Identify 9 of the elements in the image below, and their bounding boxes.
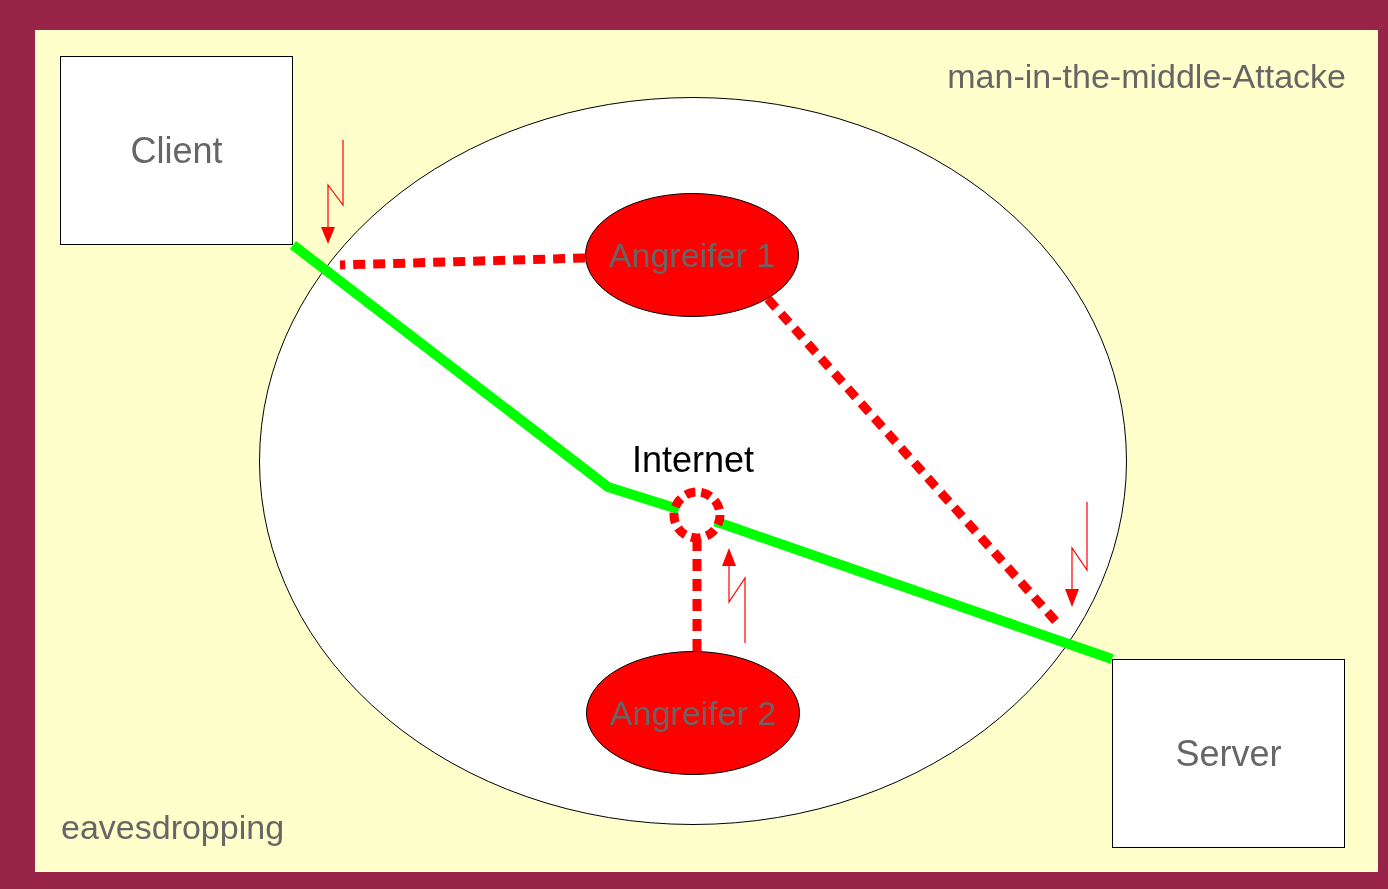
diagram-label: man-in-the-middle-Attacke [947, 57, 1346, 96]
node-label: Angreifer 1 [607, 234, 777, 276]
node-label: Client [129, 128, 224, 173]
diagram-label: eavesdropping [61, 808, 285, 847]
node-label: Angreifer 2 [608, 692, 778, 734]
node-label: Internet [630, 437, 756, 482]
connection-line [713, 516, 1114, 664]
dashed-connector [339, 253, 586, 270]
node-label: Server [1174, 731, 1283, 776]
